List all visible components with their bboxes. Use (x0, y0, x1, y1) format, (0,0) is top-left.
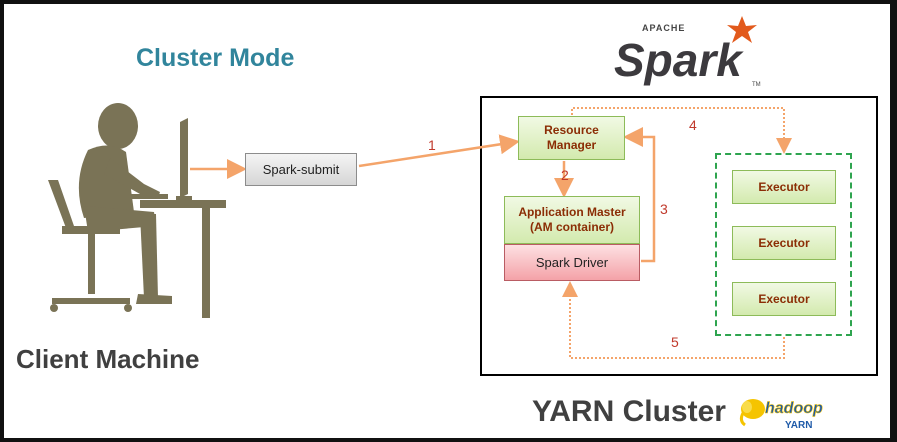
diagram-canvas: Cluster Mode (4, 4, 890, 438)
application-master-box: Application Master (AM container) (504, 196, 640, 244)
resource-manager-line1: Resource (544, 123, 599, 137)
resource-manager-line2: Manager (546, 138, 597, 152)
hadoop-logo-word: hadoop (765, 400, 823, 417)
arrow-step-3 (623, 127, 656, 263)
step-label-5: 5 (671, 334, 679, 350)
spark-logo-word: Spark (614, 34, 744, 86)
hadoop-logo: hadoop YARN (739, 399, 823, 431)
executor-box: Executor (732, 282, 836, 316)
client-machine-label: Client Machine (16, 344, 200, 374)
spark-logo-apache: APACHE (642, 23, 685, 33)
step-label-3: 3 (660, 201, 668, 217)
step-label-2: 2 (561, 167, 569, 183)
yarn-cluster-label: YARN Cluster (532, 395, 726, 428)
hadoop-logo-yarn: YARN (785, 420, 812, 431)
diagram-title: Cluster Mode (136, 44, 295, 72)
executor-box: Executor (732, 226, 836, 260)
spark-driver-box: Spark Driver (504, 244, 640, 281)
arrow-step-4 (571, 107, 792, 154)
person-at-computer-icon (48, 103, 226, 318)
arrows-layer (190, 107, 792, 359)
resource-manager-box: Resource Manager (518, 116, 625, 160)
spark-star-icon (727, 16, 757, 43)
executor-box: Executor (732, 170, 836, 204)
app-master-line1: Application Master (518, 205, 626, 219)
arrow-step-1 (358, 134, 520, 168)
spark-logo: APACHE Spark TM (614, 16, 761, 88)
app-master-line2: (AM container) (529, 220, 614, 234)
spark-submit-box: Spark-submit (245, 153, 357, 186)
arrow-step-5 (562, 281, 785, 359)
yarn-cluster-box (480, 96, 878, 376)
spark-logo-tm: TM (752, 82, 761, 88)
step-label-1: 1 (428, 137, 436, 153)
step-label-4: 4 (689, 117, 697, 133)
executor-group-box (715, 153, 852, 336)
hadoop-elephant-icon (739, 399, 765, 427)
